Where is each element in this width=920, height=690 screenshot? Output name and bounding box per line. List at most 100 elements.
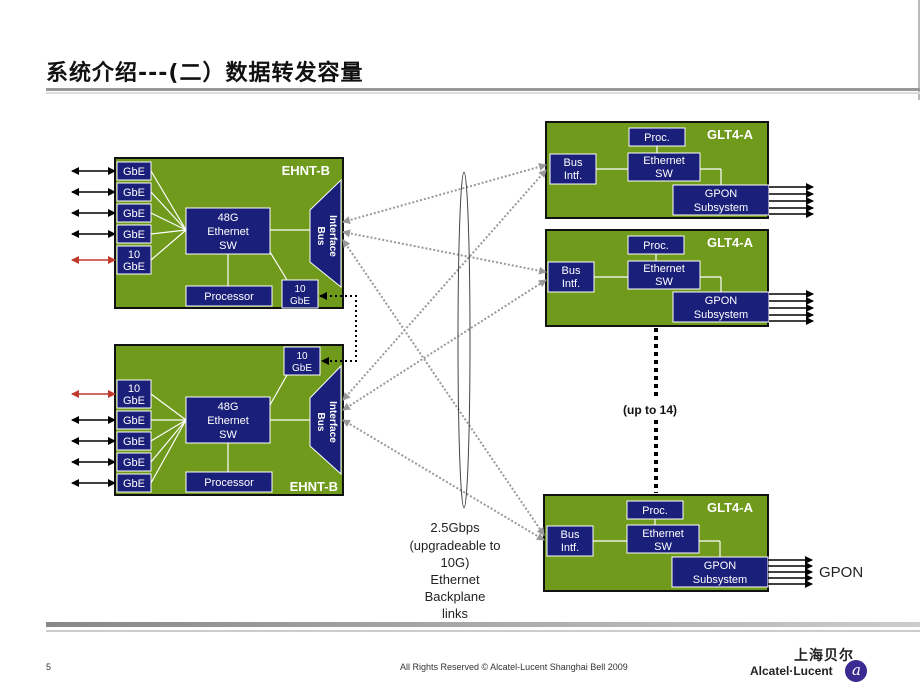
bus-label-1: Bus: [315, 413, 326, 432]
glt-name: GLT4-A: [707, 500, 754, 515]
gbe-port-label: GbE: [123, 457, 145, 469]
glt-internal-links: [594, 254, 722, 292]
10gbe-port-label-1: 10: [128, 249, 140, 261]
alcatel-lucent-logo-icon: a: [845, 660, 867, 682]
eth-sw-label-2: SW: [654, 541, 672, 553]
processor-label: Processor: [204, 477, 254, 489]
glt-name: GLT4-A: [707, 235, 754, 250]
footer-bar-light: [46, 630, 920, 632]
glt4a-card-2: GLT4-A Proc. Bus Intf. Ethernet SW GPON …: [545, 229, 814, 327]
copyright-text: All Rights Reserved © Alcatel-Lucent Sha…: [400, 662, 628, 672]
up-to-label: (up to 14): [623, 403, 677, 417]
processor-label: Processor: [204, 291, 254, 303]
eth-sw-block: [626, 524, 700, 554]
backplane-label-4: Ethernet: [430, 572, 480, 587]
eth-sw-block: [627, 260, 701, 290]
gbe-port-label: GbE: [123, 208, 145, 220]
gbe-port-label: GbE: [123, 166, 145, 178]
proc-label: Proc.: [643, 240, 669, 252]
eth-sw-label-2: SW: [655, 168, 673, 180]
eth-sw-label-1: Ethernet: [642, 528, 684, 540]
bus-intf-label-1: Bus: [564, 157, 583, 169]
slide-title: 系统介绍---(二）数据转发容量: [46, 61, 364, 86]
switch-label-3: SW: [219, 429, 237, 441]
backplane-label-5: Backplane: [425, 589, 486, 604]
uplink-label-1: 10: [294, 284, 306, 295]
gpon-label-2: Subsystem: [693, 574, 747, 586]
gpon-label-1: GPON: [704, 560, 736, 572]
gpon-label-2: Subsystem: [694, 309, 748, 321]
eth-sw-label-1: Ethernet: [643, 263, 685, 275]
gpon-subsystem-block: [672, 184, 770, 216]
gpon-output-label: GPON: [819, 564, 863, 581]
backplane-links: [342, 163, 547, 541]
processor-block: [185, 285, 273, 307]
bus-intf-label-2: Intf.: [561, 542, 579, 554]
10gbe-port-label-1: 10: [128, 383, 140, 395]
bus-label-1: Bus: [315, 227, 326, 246]
glt-internal-links: [593, 519, 721, 557]
bus-intf-label-1: Bus: [561, 529, 580, 541]
backplane-label-6: links: [442, 606, 469, 621]
ehnt-top-port-arrows: [71, 167, 116, 238]
switch-label-1: 48G: [218, 212, 239, 224]
gbe-port-label: GbE: [123, 436, 145, 448]
bus-intf-label-2: Intf.: [562, 278, 580, 290]
backplane-label-3: 10G): [441, 555, 470, 570]
glt4a-card-3: GLT4-A Proc. Bus Intf. Ethernet SW GPON …: [543, 494, 813, 592]
gpon-label-1: GPON: [705, 295, 737, 307]
ehnt-top-name: EHNT-B: [282, 163, 330, 178]
bus-label-2: Interface: [327, 401, 338, 443]
ethernet-switch-48g: [185, 396, 271, 444]
10gbe-port-label-2: GbE: [123, 261, 145, 273]
backplane-label-2: (upgradeable to: [409, 538, 500, 553]
bus-intf-block: [547, 261, 595, 293]
port-to-switch-links: [150, 374, 310, 484]
gpon-output-arrows: [769, 183, 814, 218]
port-to-switch-links: [150, 170, 310, 286]
switch-label-2: Ethernet: [207, 415, 249, 427]
title-underline: [46, 88, 920, 91]
bus-interface: [309, 178, 342, 289]
10gbe-uplink: [281, 279, 319, 309]
glt-name: GLT4-A: [707, 127, 754, 142]
gbe-port-label: GbE: [123, 229, 145, 241]
proc-label: Proc.: [644, 132, 670, 144]
page-number: 5: [46, 662, 52, 672]
footer-bar: [46, 622, 920, 627]
ethernet-switch-48g: [185, 207, 271, 255]
switch-label-3: SW: [219, 240, 237, 252]
glt4a-card-1: GLT4-A Proc. Bus Intf. Ethernet SW GPON …: [545, 121, 814, 219]
bus-label-2: Interface: [327, 215, 338, 257]
bus-interface: [309, 364, 342, 476]
10gbe-port: [116, 379, 152, 409]
gpon-subsystem-block: [672, 291, 770, 323]
company-logo-cn: 上海贝尔: [794, 648, 854, 664]
gpon-label-1: GPON: [705, 188, 737, 200]
ehnt-bottom-name: EHNT-B: [290, 479, 338, 494]
eth-sw-label-2: SW: [655, 276, 673, 288]
gpon-subsystem-block: [671, 556, 769, 588]
gbe-port-label: GbE: [123, 478, 145, 490]
gpon-output-arrows: [768, 556, 813, 588]
eth-sw-block: [627, 152, 701, 182]
backplane-label-1: 2.5Gbps: [430, 520, 480, 535]
10gbe-port-label-2: GbE: [123, 395, 145, 407]
proc-label: Proc.: [642, 505, 668, 517]
gbe-port-label: GbE: [123, 415, 145, 427]
company-logo-en: Alcatel·Lucent: [750, 664, 833, 678]
processor-block: [185, 471, 273, 493]
gpon-output-arrows: [769, 290, 814, 325]
gbe-port-label: GbE: [123, 187, 145, 199]
bus-intf-block: [546, 525, 594, 557]
bus-intf-label-1: Bus: [562, 265, 581, 277]
switch-label-2: Ethernet: [207, 226, 249, 238]
title-underline-light: [46, 92, 920, 94]
glt-internal-links: [596, 146, 722, 185]
header-divider: [918, 0, 920, 100]
ehnt-bottom-port-arrows: [71, 416, 116, 487]
bus-intf-label-2: Intf.: [564, 170, 582, 182]
backplane-bundle-ellipse: [457, 171, 471, 509]
uplink-label-2: GbE: [292, 363, 312, 374]
